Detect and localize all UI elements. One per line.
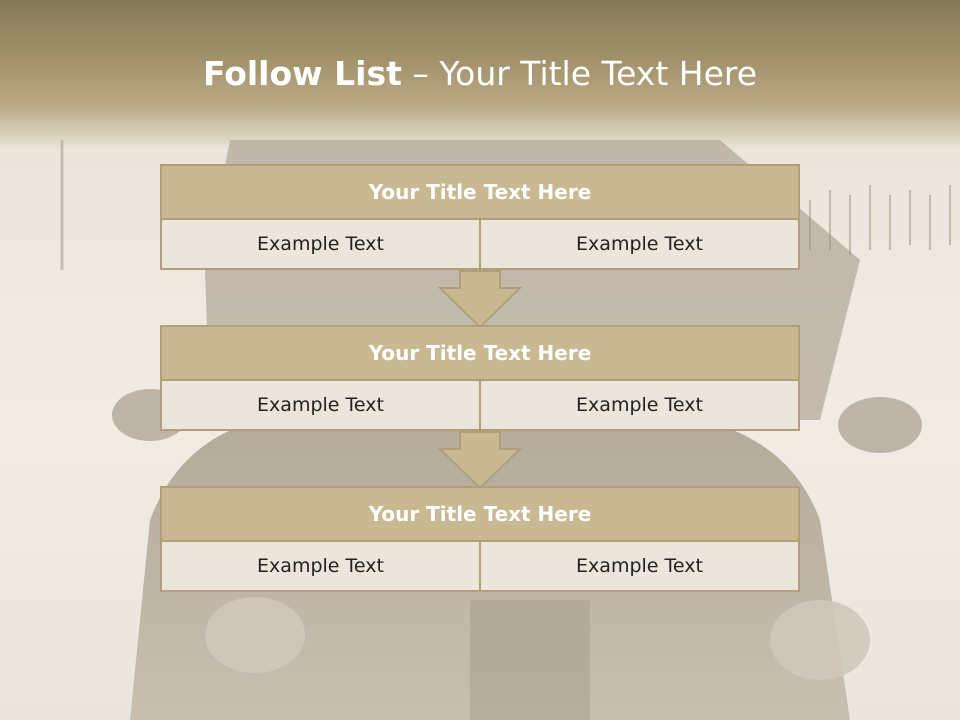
down-arrow-icon (438, 270, 522, 329)
follow-block-3: Your Title Text Here Example Text Exampl… (160, 486, 800, 592)
block-title: Your Title Text Here (160, 486, 800, 542)
block-row: Example Text Example Text (160, 542, 800, 592)
down-arrow-icon (438, 431, 522, 490)
block-cell-left: Example Text (160, 381, 481, 431)
follow-block-2: Your Title Text Here Example Text Exampl… (160, 325, 800, 431)
block-row: Example Text Example Text (160, 381, 800, 431)
block-cell-right: Example Text (481, 381, 800, 431)
block-cell-right: Example Text (481, 542, 800, 592)
header-band (0, 0, 960, 150)
follow-block-1: Your Title Text Here Example Text Exampl… (160, 164, 800, 270)
block-row: Example Text Example Text (160, 220, 800, 270)
block-title: Your Title Text Here (160, 325, 800, 381)
title-bold: Follow List (202, 54, 402, 93)
block-title: Your Title Text Here (160, 164, 800, 220)
title-rest: – Your Title Text Here (401, 54, 758, 93)
block-cell-right: Example Text (481, 220, 800, 270)
slide-title: Follow List – Your Title Text Here (0, 54, 960, 93)
block-cell-left: Example Text (160, 220, 481, 270)
block-cell-left: Example Text (160, 542, 481, 592)
